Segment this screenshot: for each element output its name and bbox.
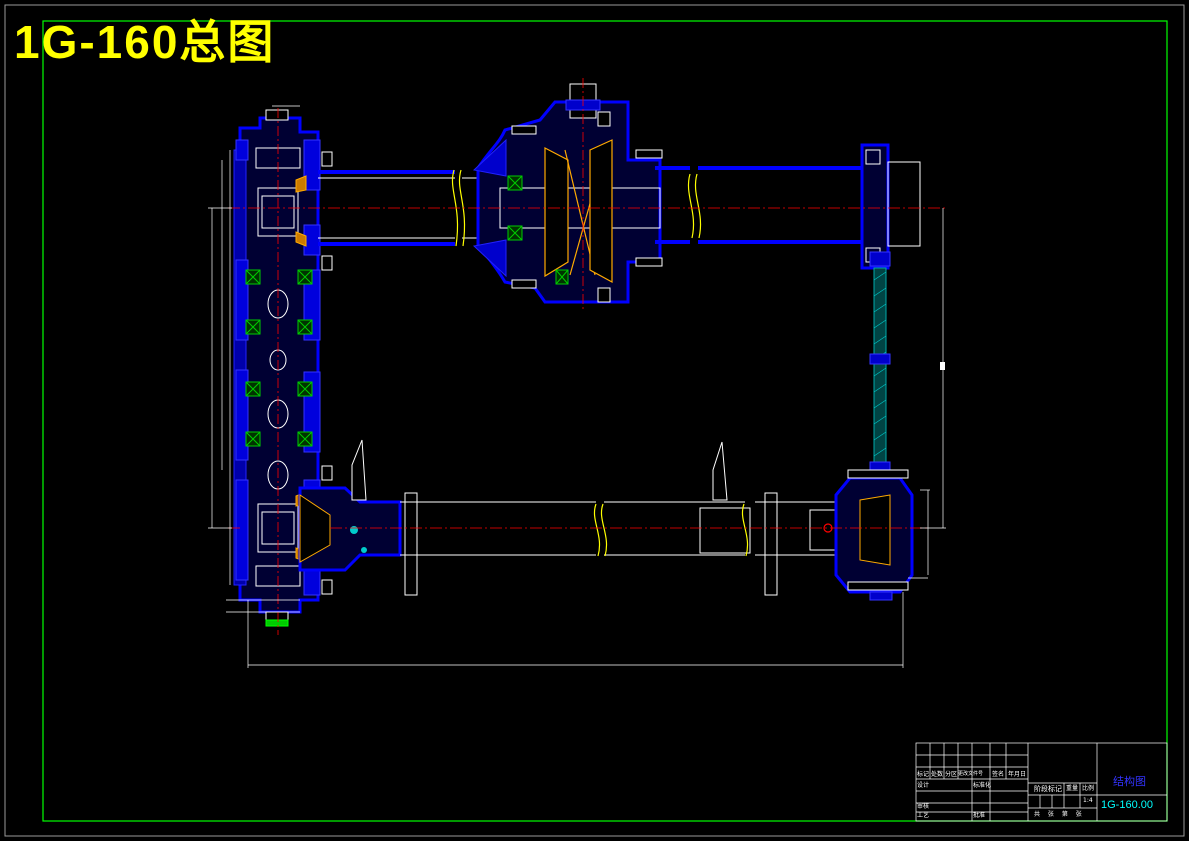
vertical-drive-shaft [869, 251, 891, 473]
tb-label-design: 设计 [917, 782, 930, 789]
tb-drawing-number: 1G-160.00 [1101, 799, 1153, 811]
tb-label-date: 年月日 [1008, 771, 1027, 778]
tb-label-count: 处数 [931, 771, 944, 778]
bevel-gear-box [472, 78, 663, 310]
inner-frame [42, 20, 1168, 822]
tb-label-process: 工艺 [917, 812, 930, 819]
outer-border [4, 4, 1185, 837]
tb-label-scale: 比例 [1082, 785, 1095, 792]
tb-label-change-doc: 更改文件号 [958, 771, 984, 777]
tb-scale-value: 1:4 [1083, 797, 1093, 804]
upper-right-tube [655, 143, 921, 270]
title-block-grid [915, 742, 1168, 822]
tb-sheets: 共 张 第 张 [1034, 811, 1085, 818]
tb-label-approve: 批准 [973, 812, 986, 819]
tb-label-mark: 标记 [917, 771, 930, 778]
tb-label-sign: 签名 [992, 771, 1005, 778]
tb-label-weight: 重量 [1066, 785, 1079, 792]
tb-label-stage-mark: 阶段标记 [1034, 785, 1062, 793]
tb-drawing-name: 结构图 [1113, 775, 1146, 788]
tb-label-standardize: 标准化 [973, 782, 992, 789]
tb-label-review: 审核 [917, 803, 930, 810]
tb-label-zone: 分区 [945, 771, 958, 778]
dimension-tick [940, 362, 945, 370]
drawing-title: 1G-160总图 [14, 16, 276, 68]
lower-shaft [298, 439, 930, 601]
